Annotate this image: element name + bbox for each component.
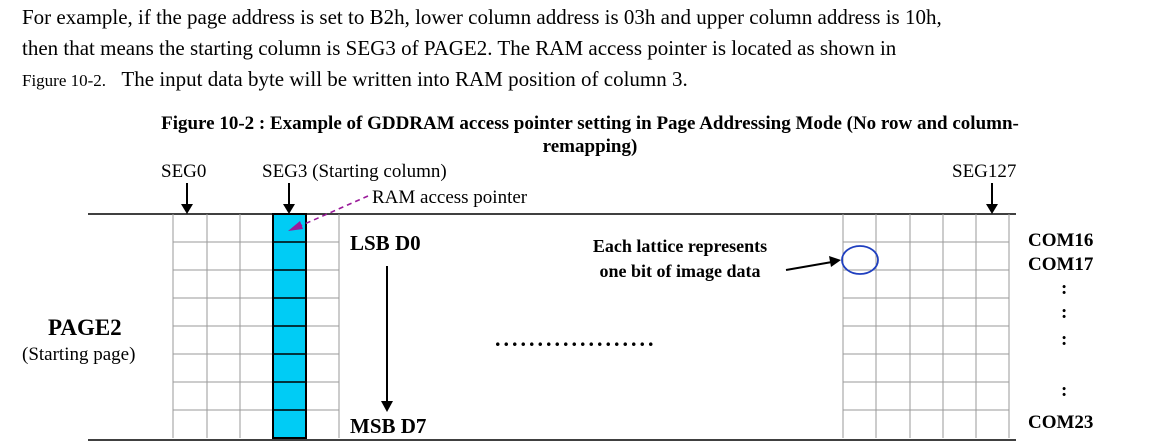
- com-label: COM17: [1028, 254, 1094, 275]
- paragraph-line-1: For example, if the page address is set …: [22, 5, 942, 29]
- lattice-note-line-2: one bit of image data: [600, 261, 761, 281]
- seg127-label: SEG127: [952, 161, 1016, 182]
- com-label: :: [1061, 380, 1067, 401]
- starting-page-label: (Starting page): [22, 344, 135, 365]
- seg3-label: SEG3 (Starting column): [262, 161, 447, 182]
- seg0-label: SEG0: [161, 161, 206, 182]
- com-label: :: [1061, 278, 1067, 299]
- figure-caption: Figure 10-2 : Example of GDDRAM access p…: [161, 113, 1019, 134]
- ram-pointer-arrow: [288, 195, 369, 231]
- seg127-down-arrow: [986, 183, 998, 214]
- lattice-note-arrow: [785, 256, 841, 271]
- paragraph-line-3: Figure 10-2. The input data byte will be…: [22, 67, 688, 91]
- seg0-down-arrow: [181, 183, 193, 214]
- lsb-d0-label: LSB D0: [350, 231, 421, 255]
- left-bit-grid: [172, 214, 340, 438]
- seg3-highlight-column: [272, 213, 307, 439]
- lattice-highlight-circle: [841, 245, 879, 275]
- paragraph-line-2: then that means the starting column is S…: [22, 36, 897, 60]
- seg3-down-arrow: [283, 183, 295, 214]
- page2-label: PAGE2: [48, 315, 122, 340]
- figure-caption-continued: remapping): [543, 136, 638, 157]
- com-label: :: [1061, 302, 1067, 323]
- lattice-note-line-1: Each lattice represents: [593, 236, 767, 256]
- figure-reference: Figure 10-2.: [22, 71, 106, 90]
- com-label: COM23: [1028, 412, 1093, 433]
- right-bit-grid: [842, 214, 1010, 438]
- msb-d7-label: MSB D7: [350, 414, 426, 438]
- paragraph-line-3-rest: The input data byte will be written into…: [111, 67, 687, 91]
- com-labels: COM16 COM17 : : : : COM23: [1028, 230, 1094, 433]
- lsb-to-msb-arrow: [381, 266, 393, 412]
- ram-pointer-label: RAM access pointer: [372, 187, 528, 208]
- com-label: :: [1061, 329, 1067, 350]
- ellipsis-dots: ...................: [495, 326, 657, 351]
- com-label: COM16: [1028, 230, 1093, 251]
